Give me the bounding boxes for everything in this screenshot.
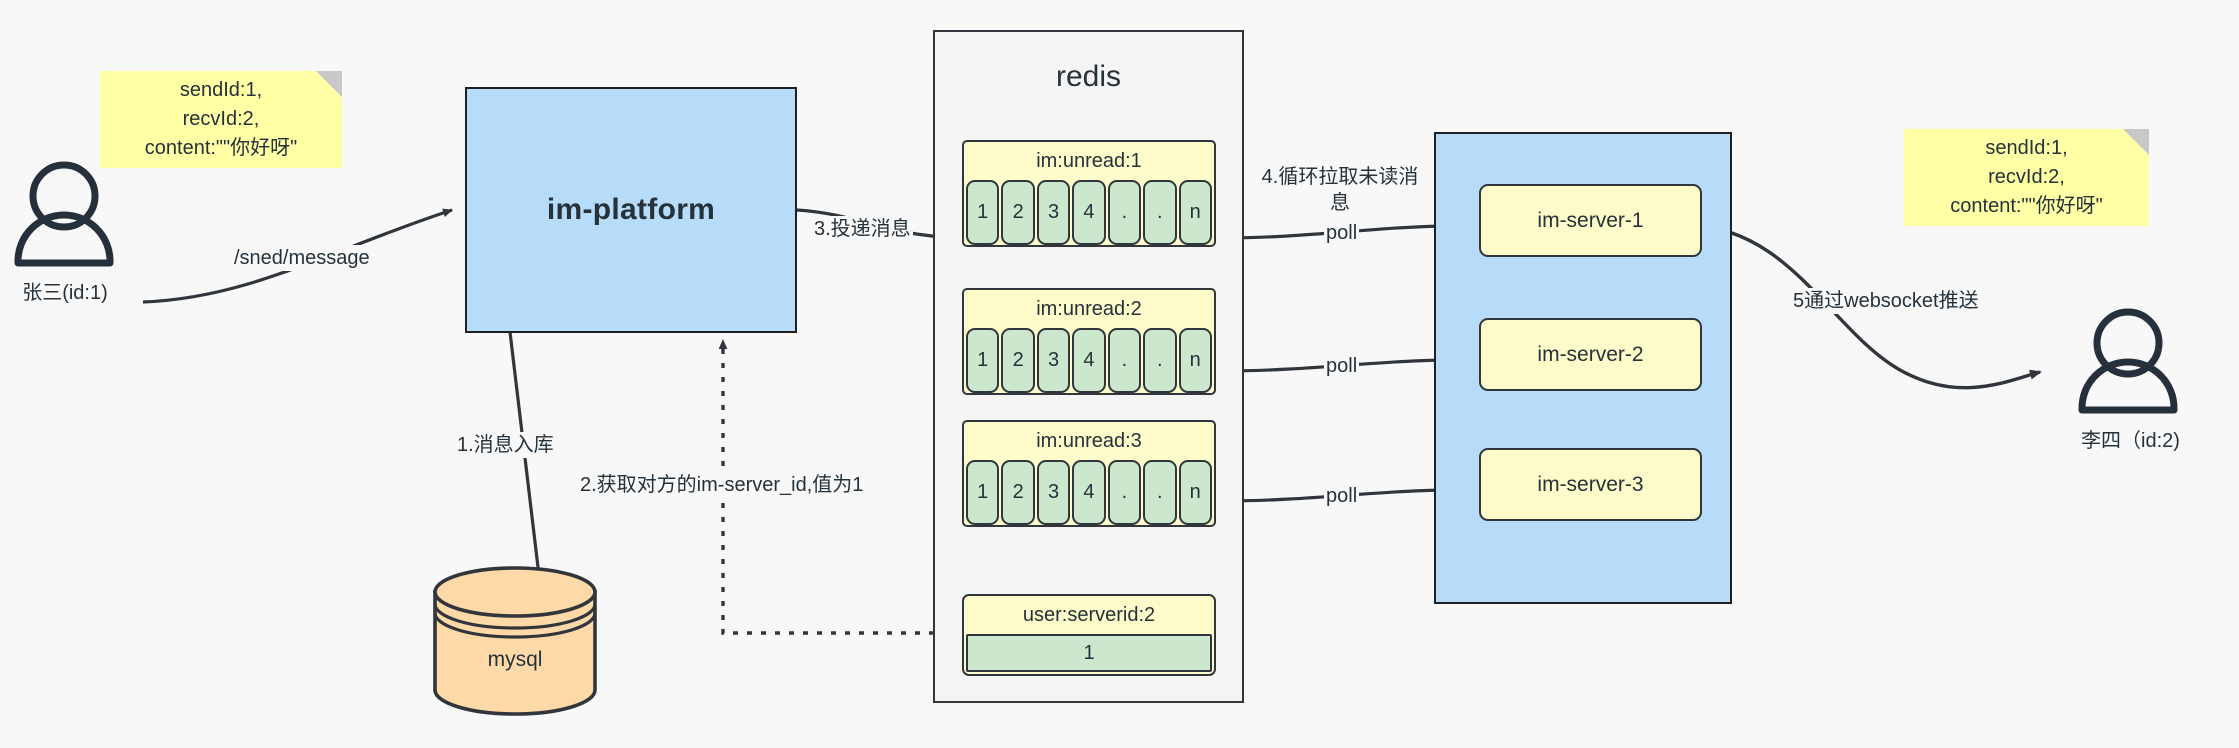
edge-label-pull-unread: 4.循环拉取未读消息 — [1258, 164, 1422, 216]
mysql-cylinder — [433, 566, 597, 716]
queue-cell[interactable]: 3 — [1036, 460, 1071, 525]
redis-queue-key: im:unread:3 — [1036, 429, 1142, 452]
queue-cell[interactable]: n — [1178, 460, 1212, 525]
queue-cell[interactable]: n — [1178, 328, 1212, 393]
sticky-fold-icon — [316, 71, 342, 97]
im-platform-box[interactable]: im-platform — [465, 87, 797, 333]
sticky-note-right: sendId:1, recvId:2, content:""你好呀" — [1904, 129, 2149, 226]
queue-cell[interactable]: 1 — [966, 328, 1000, 393]
redis-queue-cells: 1 2 3 4 . . n — [964, 328, 1214, 395]
sticky-fold-icon — [2123, 129, 2149, 155]
queue-cell[interactable]: 4 — [1072, 460, 1106, 525]
person-icon-receiver — [2078, 308, 2178, 414]
redis-queue-im-unread-1[interactable]: im:unread:1 1 2 3 4 . . n — [962, 140, 1216, 247]
im-server-2-label: im-server-2 — [1537, 342, 1644, 366]
queue-cell[interactable]: n — [1178, 180, 1212, 245]
redis-queue-cells: 1 2 3 4 . . n — [964, 460, 1214, 527]
redis-kv-key: user:serverid:2 — [1022, 603, 1156, 626]
edge-label-message-to-db: 1.消息入库 — [455, 432, 556, 458]
queue-cell[interactable]: . — [1143, 460, 1177, 525]
mysql-label: mysql — [435, 648, 595, 672]
redis-kv-value[interactable]: 1 — [966, 634, 1212, 672]
redis-title: redis — [1055, 60, 1122, 93]
person-icon-sender — [14, 161, 114, 267]
redis-queue-im-unread-3[interactable]: im:unread:3 1 2 3 4 . . n — [962, 420, 1216, 527]
queue-cell[interactable]: 3 — [1036, 328, 1071, 393]
redis-kv-user-serverid[interactable]: user:serverid:2 1 — [962, 594, 1216, 676]
im-server-3-box[interactable]: im-server-3 — [1479, 448, 1702, 521]
queue-cell[interactable]: . — [1107, 180, 1142, 245]
actor-label-sender: 张三(id:1) — [22, 282, 108, 304]
queue-cell[interactable]: 1 — [966, 460, 1000, 525]
edge-label-deliver-message: 3.投递消息 — [812, 216, 913, 242]
queue-cell[interactable]: 4 — [1072, 328, 1106, 393]
queue-cell[interactable]: 3 — [1036, 180, 1071, 245]
edge-label-send-message: /sned/message — [232, 245, 372, 271]
queue-cell[interactable]: 4 — [1072, 180, 1106, 245]
redis-queue-cells: 1 2 3 4 . . n — [964, 180, 1214, 247]
im-server-2-box[interactable]: im-server-2 — [1479, 318, 1702, 391]
edge-label-get-serverid: 2.获取对方的im-server_id,值为1 — [578, 472, 866, 498]
queue-cell[interactable]: . — [1143, 328, 1177, 393]
edge-label-poll-1: poll — [1324, 220, 1360, 246]
queue-cell[interactable]: . — [1107, 328, 1142, 393]
queue-cell[interactable]: . — [1107, 460, 1142, 525]
queue-cell[interactable]: 2 — [1001, 460, 1035, 525]
redis-queue-key: im:unread:2 — [1036, 297, 1142, 320]
edge-message-to-db — [508, 331, 544, 585]
queue-cell[interactable]: 2 — [1001, 328, 1035, 393]
queue-cell[interactable]: 2 — [1001, 180, 1035, 245]
im-server-1-label: im-server-1 — [1537, 208, 1644, 232]
redis-queue-im-unread-2[interactable]: im:unread:2 1 2 3 4 . . n — [962, 288, 1216, 395]
redis-queue-key: im:unread:1 — [1036, 149, 1142, 172]
queue-cell[interactable]: 1 — [966, 180, 1000, 245]
sticky-note-right-text: sendId:1, recvId:2, content:""你好呀" — [1950, 137, 2103, 217]
edge-label-poll-3: poll — [1324, 483, 1360, 509]
edge-label-websocket-push: 5通过websocket推送 — [1791, 288, 1981, 314]
mysql-label-text: mysql — [487, 648, 543, 671]
im-server-1-box[interactable]: im-server-1 — [1479, 184, 1702, 257]
im-server-3-label: im-server-3 — [1537, 472, 1644, 496]
edge-label-poll-2: poll — [1324, 353, 1360, 379]
queue-cell[interactable]: . — [1143, 180, 1177, 245]
sticky-note-left: sendId:1, recvId:2, content:""你好呀" — [100, 71, 342, 168]
actor-label-receiver: 李四（id:2) — [2081, 430, 2180, 452]
sticky-note-left-text: sendId:1, recvId:2, content:""你好呀" — [144, 79, 298, 159]
im-platform-label: im-platform — [546, 193, 716, 226]
